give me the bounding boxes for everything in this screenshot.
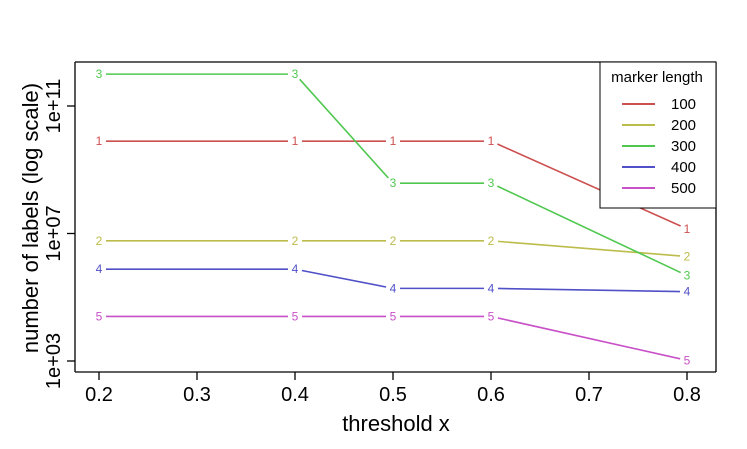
series-400: 4 4 4 4 4 xyxy=(96,262,691,298)
series-200-segment xyxy=(497,240,681,257)
x-tick-label: 0.3 xyxy=(183,384,211,406)
series-500: 5 5 5 5 5 xyxy=(96,309,691,367)
series-200-point: 2 xyxy=(292,234,299,248)
series-400-segment xyxy=(301,269,387,288)
legend-item-400: 400 xyxy=(622,159,696,176)
series-500-point: 5 xyxy=(684,353,691,367)
legend-item-200: 200 xyxy=(622,117,696,134)
y-tick-label: 1e+03 xyxy=(43,333,65,389)
series-100: 1 1 1 1 1 xyxy=(96,134,691,236)
series-300: 3 3 3 3 3 xyxy=(96,67,691,282)
series-500-point: 5 xyxy=(96,309,103,323)
series-100-segment xyxy=(497,143,681,227)
legend-items: 100 200 300 400 500 xyxy=(622,96,696,197)
series-300-point: 3 xyxy=(684,269,691,283)
legend-label: 400 xyxy=(671,159,696,176)
series-400-point: 4 xyxy=(96,262,103,276)
series-500-point: 5 xyxy=(390,309,397,323)
series-300-segment xyxy=(299,78,389,179)
legend-label: 200 xyxy=(671,117,696,134)
x-tick-label: 0.4 xyxy=(281,384,309,406)
series-300-point: 3 xyxy=(488,176,495,190)
series-200-point: 2 xyxy=(488,234,495,248)
series-200-point: 2 xyxy=(390,234,397,248)
x-tick-label: 0.7 xyxy=(575,384,603,406)
series-100-point: 1 xyxy=(96,134,103,148)
series-layer: 1 1 1 1 1 2 2 2 2 2 3 3 3 3 3 4 4 4 4 4 5 5 5 5 5 xyxy=(96,67,691,367)
legend-label: 500 xyxy=(671,180,696,197)
series-200-point: 2 xyxy=(684,249,691,263)
legend-label: 300 xyxy=(671,138,696,155)
series-400-point: 4 xyxy=(292,262,299,276)
y-tick-label: 1e+07 xyxy=(43,205,65,261)
legend-box xyxy=(599,61,717,209)
legend-title: marker length xyxy=(611,69,703,86)
legend-item-300: 300 xyxy=(622,138,696,155)
legend-item-100: 100 xyxy=(622,96,696,113)
y-tick-label: 1e+11 xyxy=(43,79,65,134)
x-tick-label: 0.8 xyxy=(673,384,701,406)
series-400-point: 4 xyxy=(390,281,397,295)
x-tick-label: 0.6 xyxy=(477,384,505,406)
series-300-point: 3 xyxy=(390,176,397,190)
x-axis: 0.2 0.3 0.4 0.5 0.6 0.7 0.8 xyxy=(85,372,701,406)
x-tick-label: 0.2 xyxy=(85,384,113,406)
series-100-point: 1 xyxy=(684,222,691,236)
series-300-segment xyxy=(496,185,682,274)
series-300-point: 3 xyxy=(292,67,299,81)
series-400-point: 4 xyxy=(488,281,495,295)
series-200-point: 2 xyxy=(96,234,103,248)
series-400-segment xyxy=(497,287,681,293)
legend-item-500: 500 xyxy=(622,180,696,197)
series-100-point: 1 xyxy=(488,134,495,148)
series-500-point: 5 xyxy=(292,309,299,323)
series-100-point: 1 xyxy=(292,134,299,148)
x-axis-title: threshold x xyxy=(342,411,450,436)
y-axis: 1e+03 1e+07 1e+11 xyxy=(43,79,75,389)
legend: marker length 100 200 300 400 500 xyxy=(599,61,717,209)
series-500-point: 5 xyxy=(488,309,495,323)
series-300-point: 3 xyxy=(96,67,103,81)
series-100-point: 1 xyxy=(390,134,397,148)
x-tick-label: 0.5 xyxy=(379,384,407,406)
y-axis-title: number of labels (log scale) xyxy=(18,83,43,353)
legend-label: 100 xyxy=(671,96,696,113)
series-200: 2 2 2 2 2 xyxy=(96,234,691,264)
series-400-point: 4 xyxy=(684,285,691,299)
series-500-segment xyxy=(497,317,681,360)
